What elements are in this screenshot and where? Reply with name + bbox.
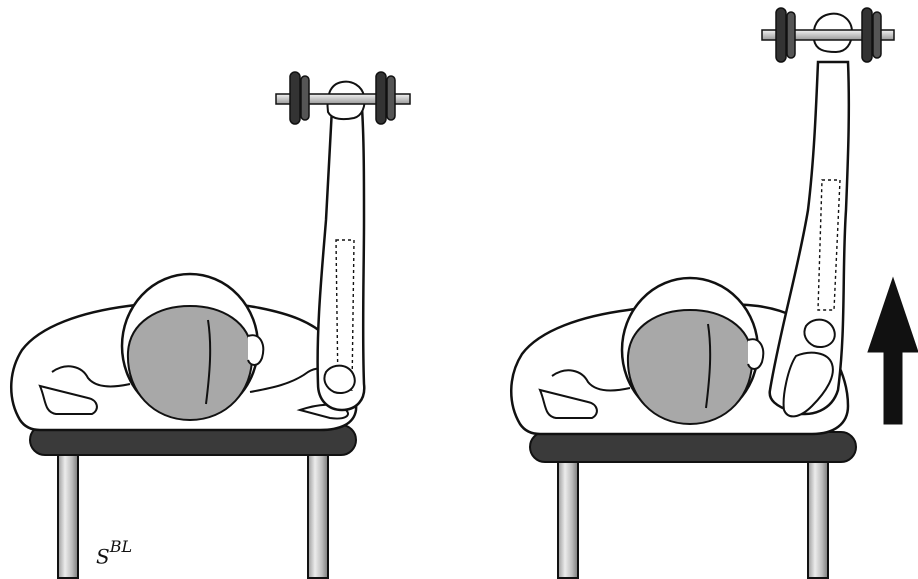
up-arrow-icon [868,278,918,424]
bench-leg [808,454,828,578]
dumbbell-plate [873,12,881,58]
shoulder-joint-left-panel [324,366,354,393]
bench-leg [308,448,328,578]
left-panel [11,72,410,578]
ear-left-panel [248,335,263,365]
dumbbell-plate [787,12,795,58]
signature-superscript: BL [110,537,132,556]
dumbbell-plate [862,8,872,62]
bench-leg [58,448,78,578]
signature-base: S [96,545,110,569]
artist-signature: SBL [96,541,132,569]
dumbbell-plate [290,72,300,124]
dumbbell-plate [301,76,309,120]
dumbbell-plate [776,8,786,62]
bench-top [530,432,856,462]
hair-right-panel [628,310,752,424]
hair-left-panel [128,306,252,420]
dumbbell-plate [376,72,386,124]
bench-leg [558,454,578,578]
right-panel [511,8,918,578]
shoulder-joint-right-panel [804,320,834,347]
ear-right-panel [748,339,763,369]
dumbbell-plate [387,76,395,120]
